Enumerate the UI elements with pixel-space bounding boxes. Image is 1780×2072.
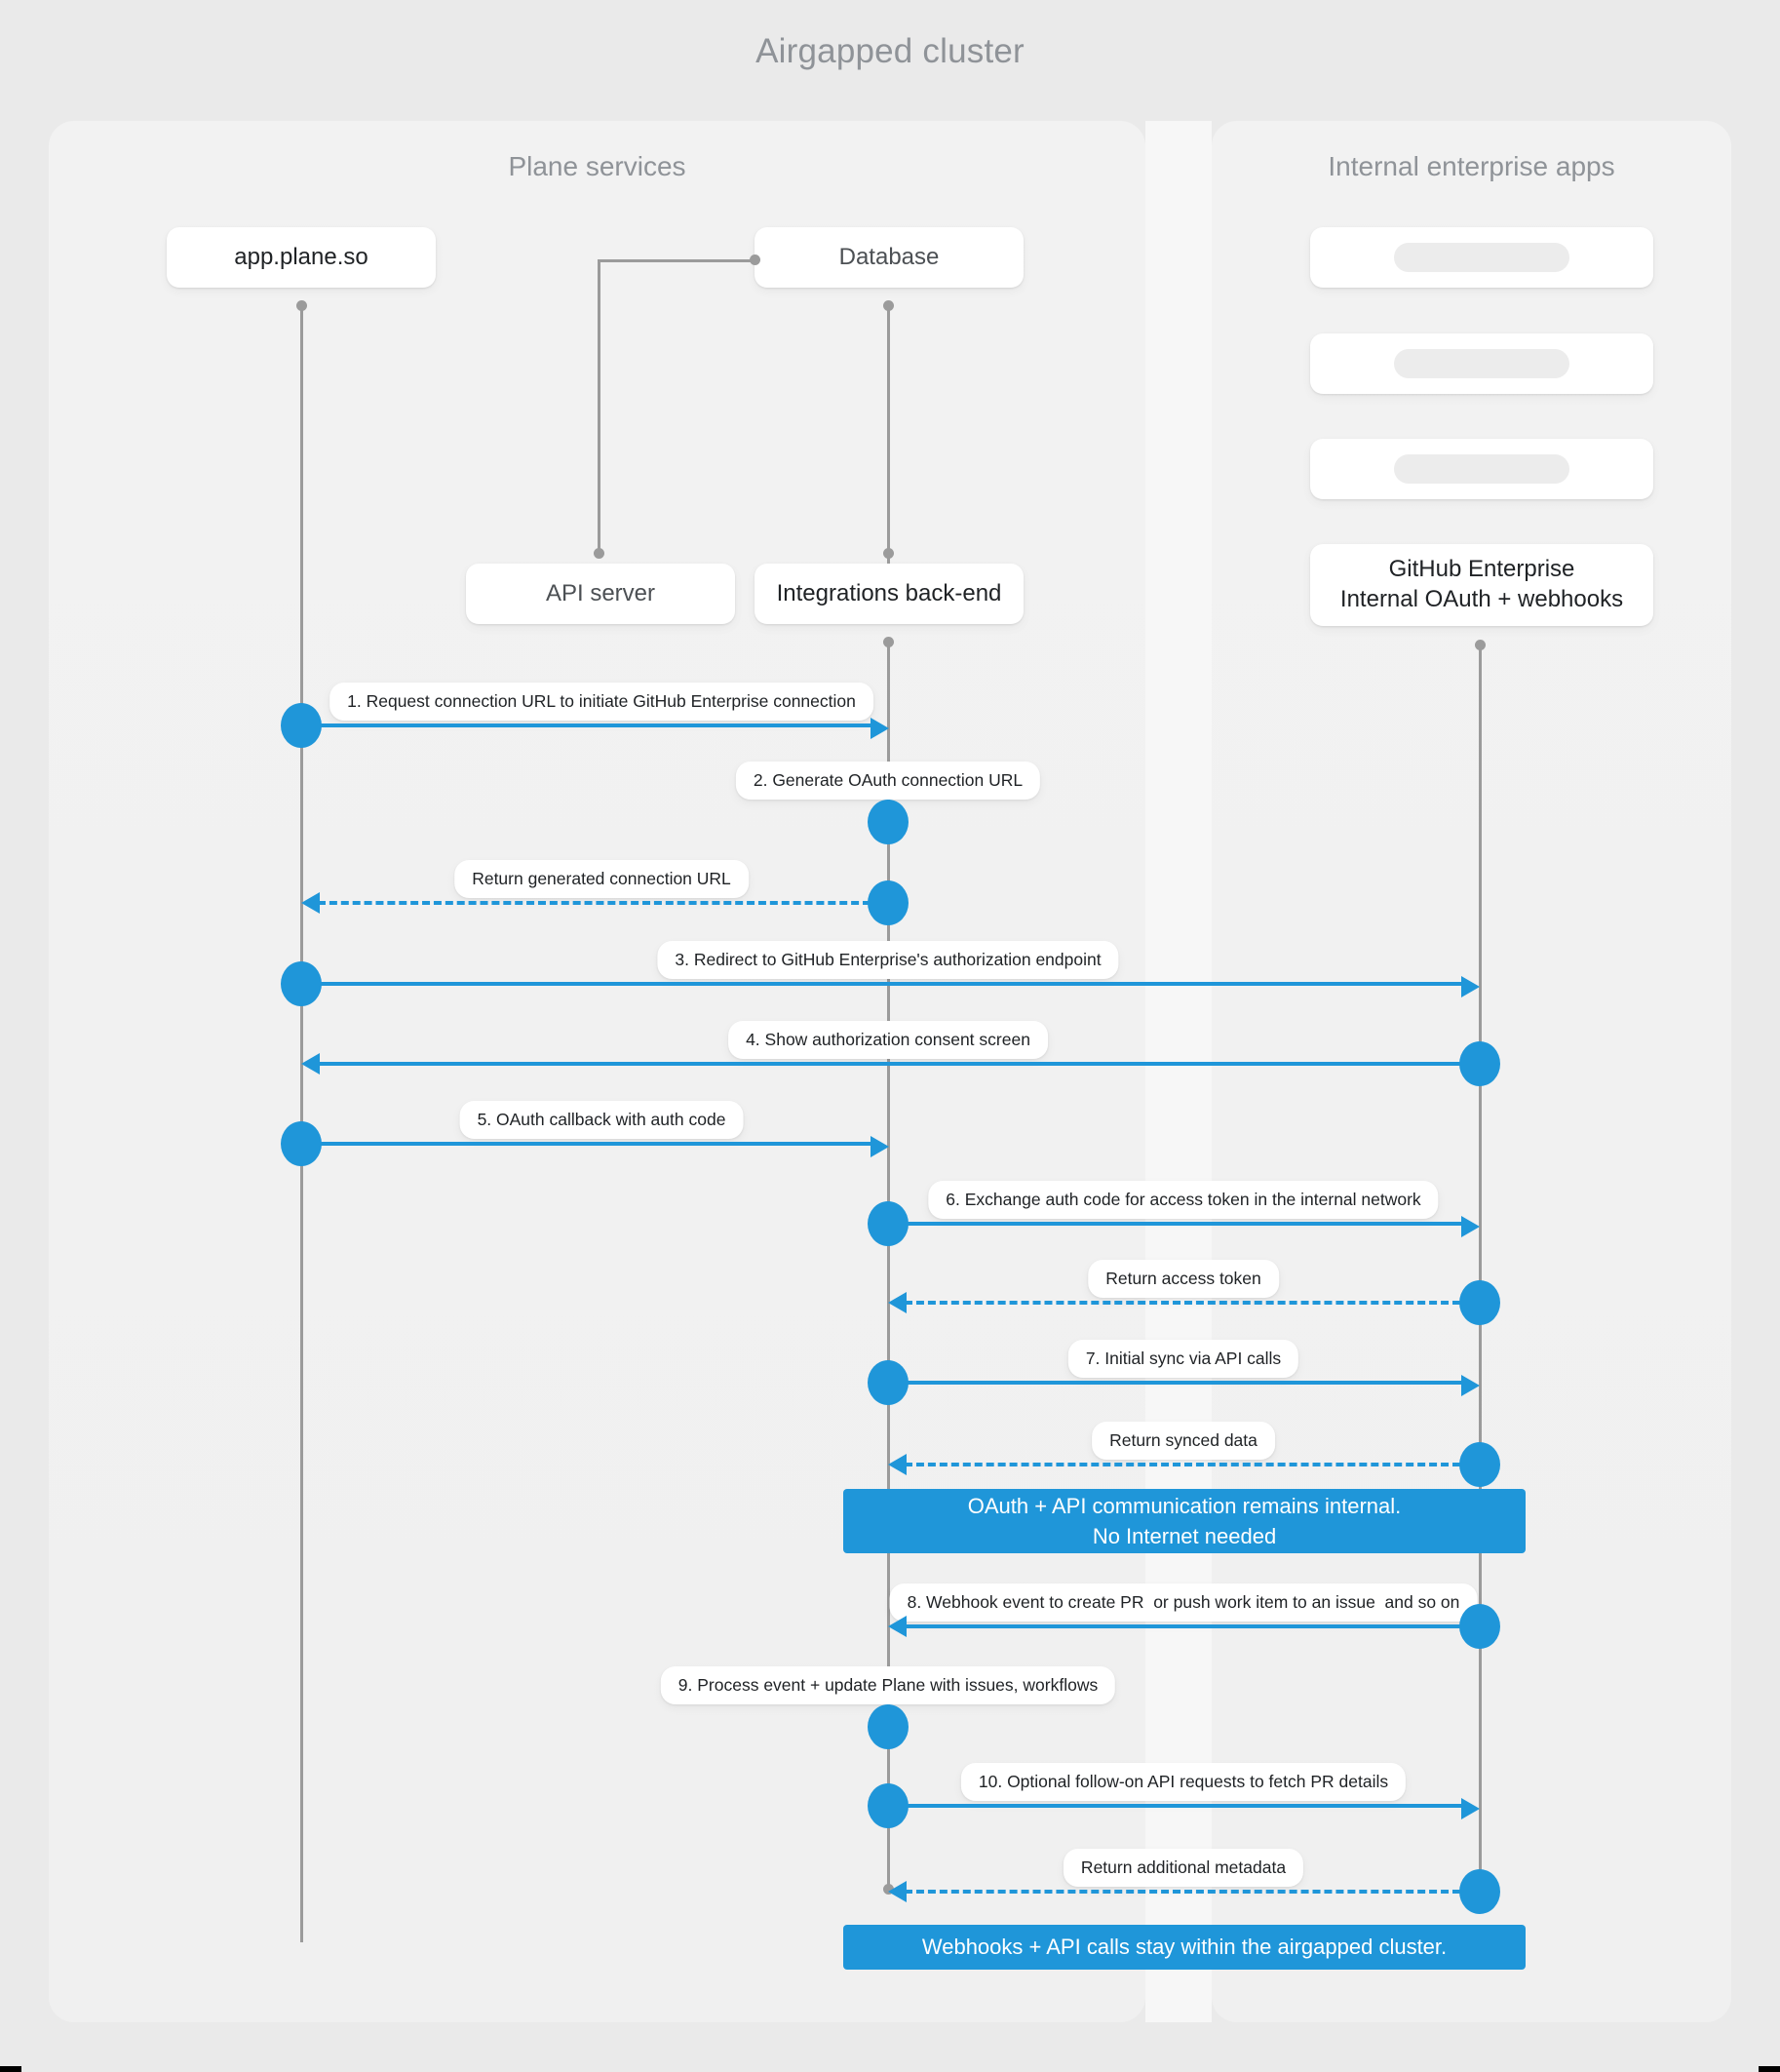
message-arrow-8 (888, 1292, 907, 1313)
message-label-4: 3. Redirect to GitHub Enterprise's autho… (657, 941, 1119, 979)
message-arrow-4 (1461, 976, 1480, 997)
message-line-13 (888, 1804, 1461, 1808)
participant-database[interactable]: Database (755, 227, 1024, 288)
message-arrow-7 (1461, 1216, 1480, 1237)
lifeline-github-enterprise (1479, 644, 1482, 1901)
message-arrow-10 (888, 1454, 907, 1475)
message-arrow-14 (888, 1881, 907, 1902)
crop-mark-bottom-left (0, 2045, 21, 2072)
note-oauth-internal: OAuth + API communication remains intern… (843, 1489, 1526, 1553)
participant-placeholder-2[interactable] (1310, 333, 1653, 394)
message-label-1: 1. Request connection URL to initiate Gi… (329, 683, 873, 721)
participant-api-server[interactable]: API server (466, 564, 735, 624)
message-arrow-13 (1461, 1798, 1480, 1819)
activation-2 (868, 800, 909, 844)
panel-internal-enterprise-apps: Internal enterprise apps (1212, 121, 1731, 2022)
note-airgapped-cluster-line1: Webhooks + API calls stay within the air… (921, 1935, 1448, 1960)
github-enterprise-line1: GitHub Enterprise (1388, 556, 1575, 583)
message-arrow-11 (888, 1616, 907, 1637)
diagram-title: Airgapped cluster (755, 32, 1025, 70)
note-oauth-internal-line2: No Internet needed (1092, 1524, 1277, 1548)
lifeline-dot-app-top (296, 300, 307, 311)
message-line-14 (905, 1890, 1460, 1894)
placeholder-pill-2 (1394, 349, 1569, 378)
note-airgapped-cluster: Webhooks + API calls stay within the air… (843, 1925, 1526, 1970)
activation-11 (1459, 1604, 1500, 1649)
message-label-8: Return access token (1088, 1260, 1279, 1298)
message-arrow-3 (301, 892, 320, 914)
lifeline-dot-database-top (883, 300, 894, 311)
message-label-10: Return synced data (1092, 1422, 1275, 1460)
panel-internal-enterprise-apps-title: Internal enterprise apps (1328, 151, 1615, 181)
participant-placeholder-1[interactable] (1310, 227, 1653, 288)
message-line-8 (905, 1301, 1460, 1305)
message-label-2: 2. Generate OAuth connection URL (735, 762, 1041, 800)
panel-plane-services: Plane services (49, 121, 1145, 2022)
message-line-10 (905, 1463, 1460, 1466)
message-line-4 (301, 982, 1461, 986)
crop-mark-top-right (1759, 0, 1780, 21)
crop-mark-top-left (0, 0, 21, 21)
message-line-11 (905, 1624, 1460, 1628)
message-label-9: 7. Initial sync via API calls (1067, 1340, 1299, 1378)
message-arrow-9 (1461, 1375, 1480, 1396)
message-label-11: 8. Webhook event to create PR or push wo… (889, 1583, 1478, 1622)
lifeline-integrations-backend (887, 641, 890, 1890)
message-label-5: 4. Show authorization consent screen (728, 1021, 1048, 1059)
participant-app-plane-so[interactable]: app.plane.so (167, 227, 436, 288)
note-oauth-internal-line1: OAuth + API communication remains intern… (967, 1493, 1402, 1518)
message-arrow-5 (301, 1053, 320, 1075)
lifeline-dot-github-top (1475, 640, 1486, 650)
lifeline-dot-integrations-top (883, 637, 894, 647)
message-label-7: 6. Exchange auth code for access token i… (928, 1181, 1439, 1219)
activation-12 (868, 1704, 909, 1749)
activation-3 (868, 880, 909, 925)
message-label-12: 9. Process event + update Plane with iss… (660, 1666, 1116, 1704)
message-line-1 (301, 723, 871, 727)
message-arrow-6 (871, 1136, 889, 1157)
message-line-5 (318, 1062, 1460, 1066)
message-arrow-1 (871, 718, 889, 739)
message-line-9 (888, 1381, 1461, 1385)
activation-10 (1459, 1442, 1500, 1487)
placeholder-pill-1 (1394, 243, 1569, 272)
panel-gap-band (1145, 121, 1212, 2022)
message-label-14: Return additional metadata (1063, 1849, 1304, 1887)
activation-8 (1459, 1280, 1500, 1325)
message-line-3 (318, 901, 871, 905)
connector-dot-api-server (594, 548, 604, 559)
panel-plane-services-title: Plane services (508, 151, 686, 181)
activation-5 (1459, 1041, 1500, 1086)
lifeline-dot-database-bottom (883, 548, 894, 559)
crop-mark-bottom-right (1759, 2045, 1780, 2072)
activation-14 (1459, 1869, 1500, 1914)
message-line-6 (301, 1142, 871, 1146)
message-label-13: 10. Optional follow-on API requests to f… (960, 1763, 1407, 1801)
message-label-3: Return generated connection URL (454, 860, 749, 898)
placeholder-pill-3 (1394, 454, 1569, 484)
lifeline-database (887, 304, 890, 564)
connector-dot-database-side (750, 254, 760, 265)
connector-database-api-horizontal (598, 259, 758, 262)
participant-placeholder-3[interactable] (1310, 439, 1653, 499)
message-label-6: 5. OAuth callback with auth code (459, 1101, 744, 1139)
connector-database-api-vertical (598, 259, 600, 552)
github-enterprise-line2: Internal OAuth + webhooks (1339, 586, 1624, 612)
participant-integrations-backend[interactable]: Integrations back-end (755, 564, 1024, 624)
message-line-7 (888, 1222, 1461, 1226)
participant-github-enterprise[interactable]: GitHub Enterprise Internal OAuth + webho… (1310, 544, 1653, 626)
